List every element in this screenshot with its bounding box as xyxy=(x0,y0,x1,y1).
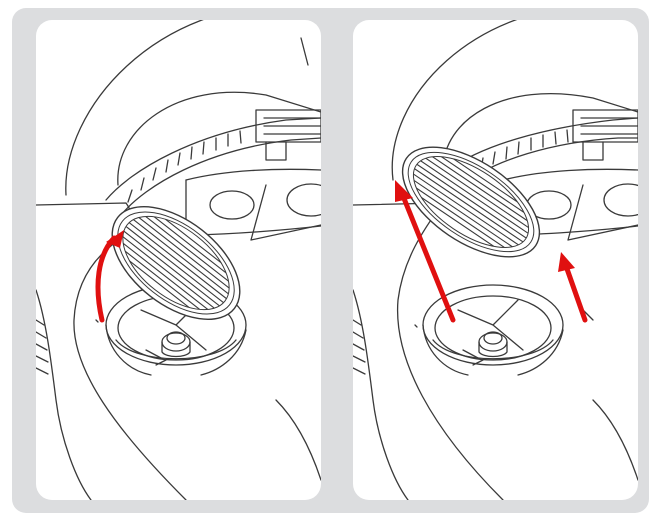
straight-arrow-icon xyxy=(558,252,585,320)
step-1-illustration xyxy=(36,20,321,500)
curved-arrow-icon xyxy=(98,230,124,320)
hub xyxy=(479,333,507,351)
handle-arc-inner xyxy=(118,92,321,185)
hub xyxy=(162,333,190,351)
step-2-illustration xyxy=(353,20,638,500)
step-2-panel xyxy=(353,20,638,500)
body-ring-inner xyxy=(121,138,321,215)
step-1-panel xyxy=(36,20,321,500)
lid-grille xyxy=(92,184,260,341)
